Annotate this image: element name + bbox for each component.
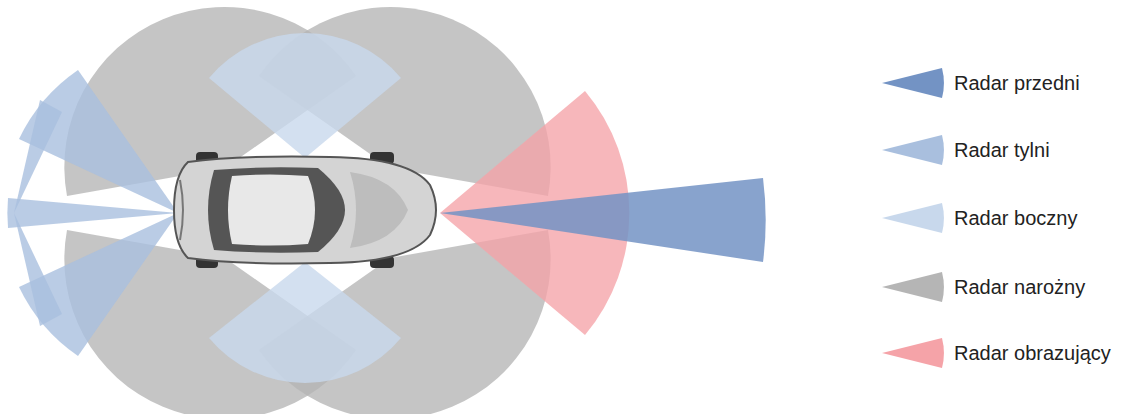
legend-label: Radar obrazujący [954,342,1111,365]
legend-wedge [882,203,944,233]
legend-wedge [882,272,944,302]
front-radar-zone [440,178,766,262]
legend-item: Radar przedni [880,66,1080,100]
legend-item: Radar obrazujący [880,336,1111,370]
legend-swatch [880,270,946,304]
rear-zone [14,100,62,213]
legend-swatch [880,133,946,167]
legend-swatch [880,66,946,100]
legend-wedge [882,338,944,368]
legend-label: Radar boczny [954,207,1077,230]
rear-radar-zones [7,70,178,356]
side-zone [209,262,401,383]
legend-label: Radar przedni [954,72,1080,95]
rear-zone [7,198,178,228]
legend-swatch [880,201,946,235]
legend-swatch [880,336,946,370]
legend-label: Radar narożny [954,276,1085,299]
legend-wedge [882,135,944,165]
car-top-view [174,152,436,268]
legend-label: Radar tylni [954,139,1050,162]
legend-item: Radar tylni [880,133,1050,167]
legend-item: Radar narożny [880,270,1085,304]
legend-wedge [882,68,944,98]
rear-zone [14,213,62,326]
side-zone [209,33,401,158]
legend-item: Radar boczny [880,201,1077,235]
